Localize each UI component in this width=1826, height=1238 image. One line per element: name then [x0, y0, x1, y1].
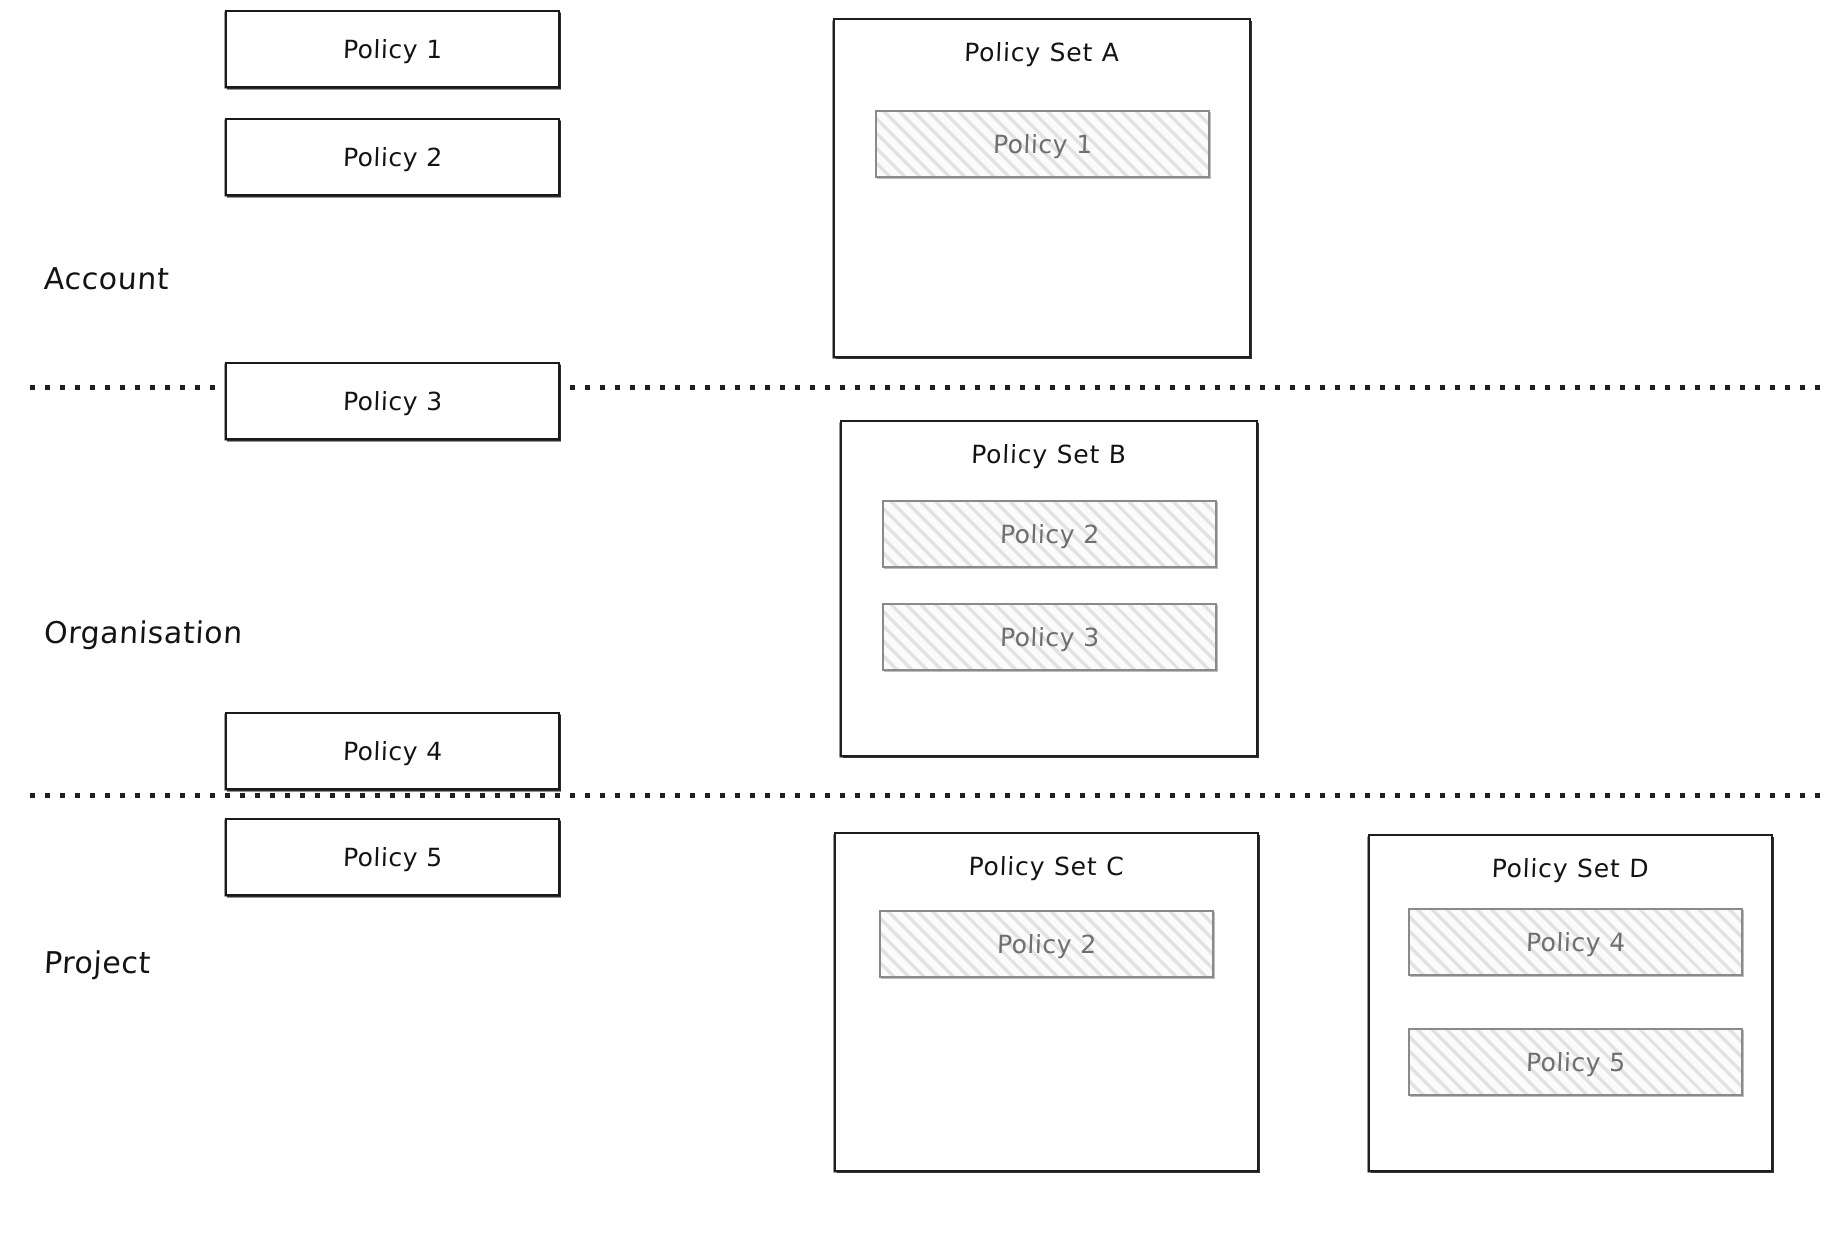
- scope-label-organisation: Organisation: [43, 616, 244, 651]
- policy-chip-policy-3[interactable]: Policy 3: [882, 603, 1217, 671]
- policy-box-label: Policy 1: [342, 34, 443, 64]
- policy-set-title: Policy Set C: [968, 852, 1125, 881]
- policy-box-policy-4[interactable]: Policy 4: [225, 712, 560, 790]
- scope-label-account: Account: [43, 262, 171, 297]
- policy-chip-label: Policy 2: [996, 929, 1097, 959]
- policy-set-a[interactable]: Policy Set A Policy 1: [833, 18, 1251, 358]
- policy-set-d[interactable]: Policy Set D Policy 4 Policy 5: [1368, 834, 1773, 1172]
- policy-chip-label: Policy 5: [1525, 1047, 1626, 1077]
- policy-chip-policy-4[interactable]: Policy 4: [1408, 908, 1743, 976]
- policy-chip-policy-5[interactable]: Policy 5: [1408, 1028, 1743, 1096]
- policy-chip-label: Policy 2: [999, 519, 1100, 549]
- policy-chip-policy-2[interactable]: Policy 2: [882, 500, 1217, 568]
- policy-set-title: Policy Set D: [1491, 854, 1650, 883]
- scope-label-project: Project: [43, 946, 152, 981]
- policy-box-label: Policy 4: [342, 736, 443, 766]
- policy-set-c[interactable]: Policy Set C Policy 2: [834, 832, 1259, 1172]
- policy-box-policy-3[interactable]: Policy 3: [225, 362, 560, 440]
- policy-set-b[interactable]: Policy Set B Policy 2 Policy 3: [840, 420, 1258, 757]
- policy-chip-label: Policy 4: [1525, 927, 1626, 957]
- policy-box-label: Policy 5: [342, 842, 443, 872]
- policy-chip-policy-1[interactable]: Policy 1: [875, 110, 1210, 178]
- policy-box-label: Policy 2: [342, 142, 443, 172]
- policy-box-label: Policy 3: [342, 386, 443, 416]
- policy-chip-label: Policy 3: [999, 622, 1100, 652]
- policy-chip-policy-2[interactable]: Policy 2: [879, 910, 1214, 978]
- policy-chip-label: Policy 1: [992, 129, 1093, 159]
- scope-divider-organisation-project: [30, 793, 1820, 798]
- policy-set-title: Policy Set B: [970, 440, 1128, 469]
- policy-set-title: Policy Set A: [963, 38, 1121, 67]
- scope-divider-account-organisation: [30, 385, 1820, 390]
- policy-box-policy-5[interactable]: Policy 5: [225, 818, 560, 896]
- policy-box-policy-1[interactable]: Policy 1: [225, 10, 560, 88]
- policy-box-policy-2[interactable]: Policy 2: [225, 118, 560, 196]
